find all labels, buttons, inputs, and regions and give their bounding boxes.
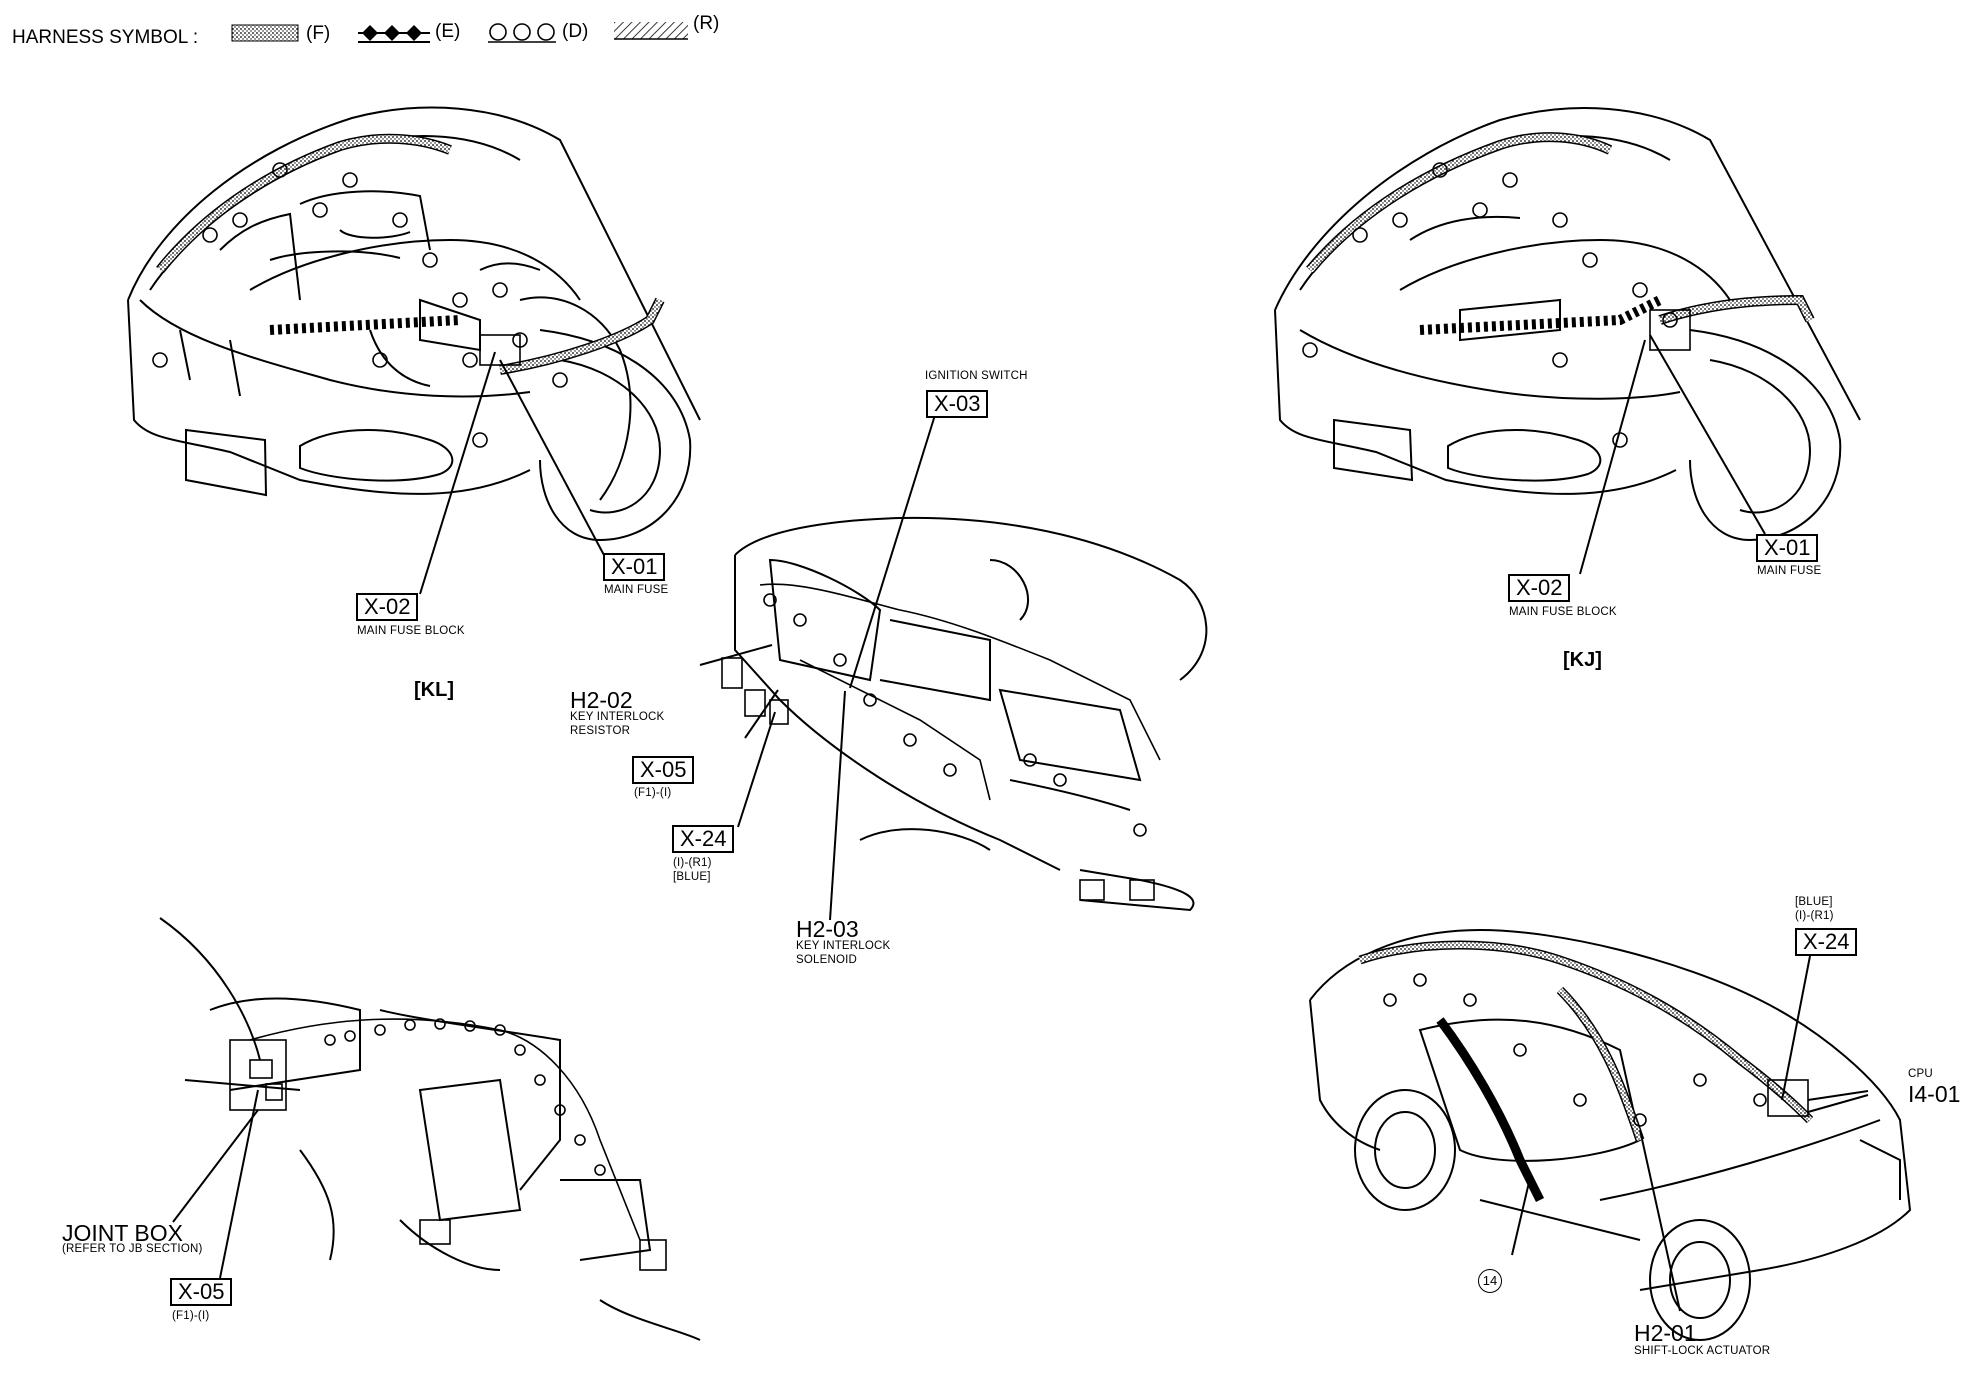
kl-x01-desc: MAIN FUSE [604, 584, 669, 596]
legend-code-e: (E) [435, 21, 461, 42]
engine-bay-kj-harness [1302, 132, 1815, 448]
joint-box-title: JOINT BOX [62, 1220, 183, 1246]
h2-03-code: H2-03 [796, 916, 859, 942]
legend-swatch-d [488, 23, 556, 43]
legend-code-f: (F) [306, 23, 331, 44]
kl-connector-x02: X-02 [356, 593, 419, 621]
kl-connector-x01: X-01 [603, 553, 666, 581]
kl-x02-desc: MAIN FUSE BLOCK [357, 625, 465, 637]
jb-connector-x05: X-05 [170, 1278, 233, 1306]
joint-box-harness [229, 1018, 667, 1271]
car-x24-sub2: (I)-(R1) [1795, 910, 1834, 922]
h2-03-desc1: KEY INTERLOCK [796, 940, 891, 952]
leader-lines [172, 334, 1869, 1312]
kj-connector-x02: X-02 [1508, 574, 1571, 602]
car-harness [1358, 940, 1814, 1203]
car-body-drawing [1309, 928, 1912, 1341]
dashboard-harness [721, 583, 1161, 901]
dash-connector-x24: X-24 [672, 825, 735, 853]
ground-point-14: 14 [1478, 1269, 1502, 1293]
joint-box-drawing [159, 917, 701, 1341]
h2-01-code: H2-01 [1634, 1320, 1697, 1346]
kj-connector-x01: X-01 [1756, 534, 1819, 562]
legend-swatch-f [231, 24, 299, 42]
dash-x24-sub2: [BLUE] [673, 871, 711, 883]
dashboard-drawing [734, 516, 1208, 912]
i4-01-code: I4-01 [1908, 1081, 1961, 1107]
jb-x05-sub: (F1)-(I) [172, 1310, 210, 1322]
dash-connector-x05: X-05 [632, 756, 695, 784]
legend-swatch-r [614, 22, 688, 40]
h2-02-desc1: KEY INTERLOCK [570, 711, 665, 723]
car-x24-sub1: [BLUE] [1795, 896, 1833, 908]
x03-desc: IGNITION SWITCH [925, 370, 1028, 382]
i4-01-desc: CPU [1908, 1068, 1933, 1080]
legend-code-r: (R) [693, 13, 720, 34]
legend-title: HARNESS SYMBOL : [12, 27, 199, 48]
kl-view-tag: [KL] [414, 679, 454, 701]
engine-bay-kl-harness [152, 133, 665, 448]
legend-code-d: (D) [562, 21, 589, 42]
dash-x05-sub: (F1)-(I) [634, 787, 672, 799]
h2-01-desc: SHIFT-LOCK ACTUATOR [1634, 1345, 1771, 1357]
joint-box-desc: (REFER TO JB SECTION) [62, 1243, 203, 1255]
car-connector-x24: X-24 [1795, 928, 1858, 956]
legend-swatch-e [358, 25, 430, 43]
kj-x01-desc: MAIN FUSE [1757, 565, 1822, 577]
h2-02-code: H2-02 [570, 687, 633, 713]
dash-x24-sub1: (I)-(R1) [673, 857, 712, 869]
connector-x03: X-03 [926, 390, 989, 418]
h2-03-desc2: SOLENOID [796, 954, 858, 966]
kj-x02-desc: MAIN FUSE BLOCK [1509, 606, 1617, 618]
engine-bay-kj-drawing [1274, 107, 1861, 542]
h2-02-desc2: RESISTOR [570, 725, 631, 737]
kj-view-tag: [KJ] [1563, 649, 1602, 671]
